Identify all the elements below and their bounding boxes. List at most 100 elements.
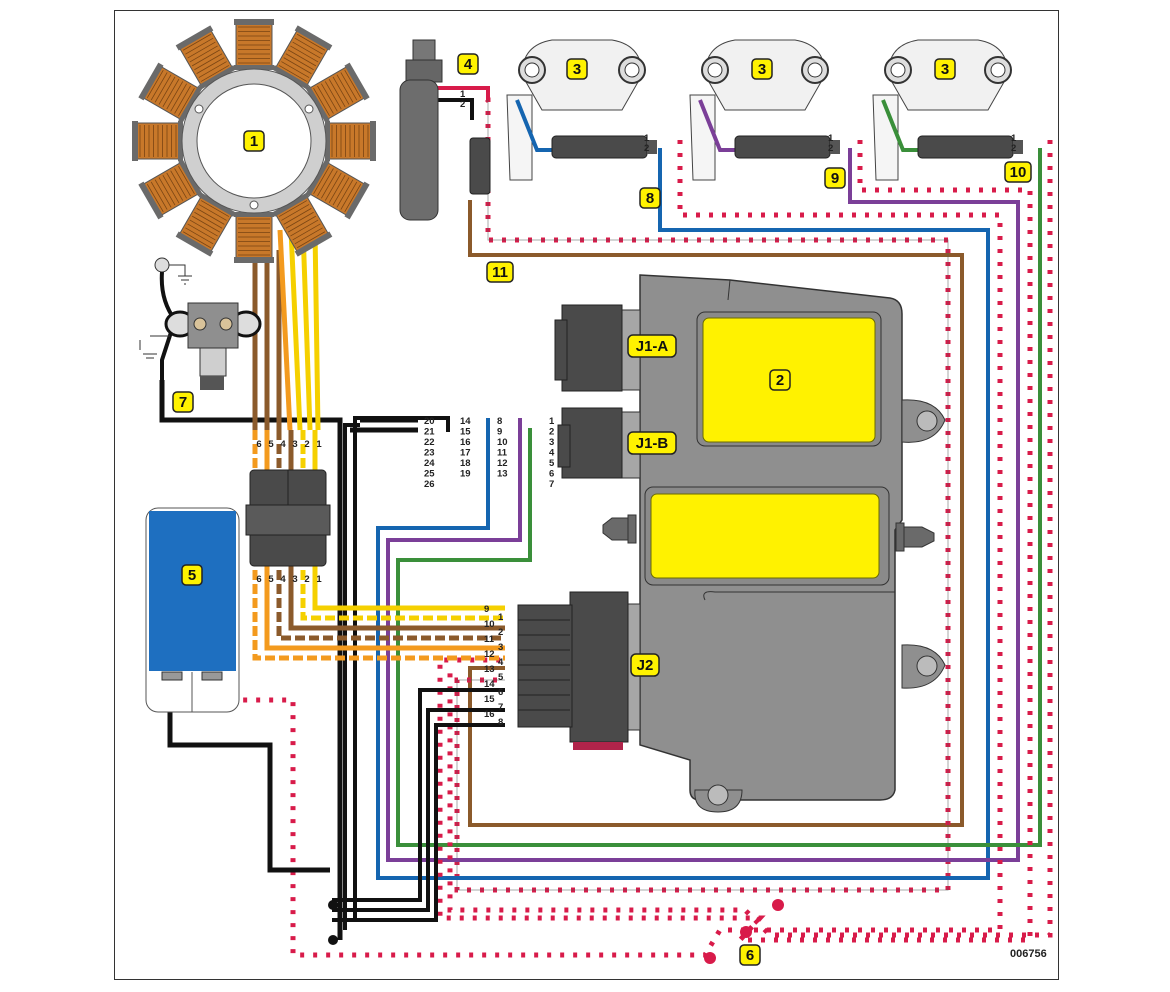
callout-label: 2 xyxy=(776,372,784,389)
pin-label: 3 xyxy=(292,574,297,585)
callout-5: 5 xyxy=(181,564,203,586)
callout-label: 3 xyxy=(758,61,766,78)
pin-label: 1 xyxy=(1011,133,1017,144)
pin-label: 16 xyxy=(460,437,471,448)
stator-coil xyxy=(175,25,236,90)
pin-label: 1 xyxy=(549,416,555,427)
pin-label: 17 xyxy=(460,448,471,459)
callout-label: 1 xyxy=(250,133,258,150)
pin-label: 3 xyxy=(549,437,554,448)
pin-label: 2 xyxy=(498,627,503,638)
rectifier-regulator xyxy=(139,257,262,420)
pin-label: 25 xyxy=(424,469,435,480)
pin-label: 8 xyxy=(497,416,502,427)
svg-text:J2: J2 xyxy=(637,657,654,674)
pin-label: 24 xyxy=(424,458,435,469)
pin-label: 12 xyxy=(484,649,495,660)
pin-label: 1 xyxy=(644,133,650,144)
stator-coil xyxy=(325,121,376,161)
splice-points xyxy=(328,899,784,964)
pin-label: 1 xyxy=(316,439,322,450)
connector-label-j1a: J1-A xyxy=(627,334,677,358)
callout-6: 6 xyxy=(739,944,761,966)
stator-coil xyxy=(175,192,236,257)
wire-black-capacitor xyxy=(167,680,330,873)
emm-module xyxy=(517,274,946,813)
callout-4: 4 xyxy=(457,53,479,75)
fuel-pump xyxy=(399,39,491,221)
connector-label-j2: J2 xyxy=(630,653,660,677)
pin-label: 2 xyxy=(828,143,833,154)
figure-code: 006756 xyxy=(1010,948,1047,960)
pin-label: 6 xyxy=(256,439,261,450)
pin-label: 1 xyxy=(460,89,466,100)
pin-label: 3 xyxy=(498,642,503,653)
pin-label: 12 xyxy=(497,458,508,469)
pin-label: 15 xyxy=(460,427,471,438)
pin-label: 2 xyxy=(644,143,649,154)
stator-coil xyxy=(305,62,370,123)
pin-label: 7 xyxy=(498,702,503,713)
callout-label: 6 xyxy=(746,947,754,964)
callout-3b: 3 xyxy=(751,58,773,80)
pin-label: 5 xyxy=(268,439,274,450)
callout-label: 8 xyxy=(646,190,654,207)
callout-8: 8 xyxy=(639,187,661,209)
pin-label: 6 xyxy=(256,574,261,585)
pin-label: 2 xyxy=(549,427,554,438)
pin-label: 11 xyxy=(484,634,495,645)
callout-label: 5 xyxy=(188,567,196,584)
callout-label: 3 xyxy=(941,61,949,78)
connector-label-j1b: J1-B xyxy=(627,431,677,455)
pin-label: 5 xyxy=(549,458,555,469)
wire-stator-2 xyxy=(300,430,505,621)
pin-label: 11 xyxy=(497,448,508,459)
pin-label: 2 xyxy=(460,99,465,110)
pin-label: 4 xyxy=(498,657,504,668)
callout-label: 11 xyxy=(492,264,508,281)
stator-coil xyxy=(305,159,370,220)
pin-label: 21 xyxy=(424,427,435,438)
callout-label: 7 xyxy=(179,394,187,411)
pin-label: 5 xyxy=(268,574,274,585)
wire-green-injector3 xyxy=(396,148,1042,847)
pin-label: 6 xyxy=(549,469,554,480)
callout-10: 10 xyxy=(1004,161,1032,183)
callout-3c: 3 xyxy=(934,58,956,80)
callout-label: 3 xyxy=(573,61,581,78)
pin-label: 1 xyxy=(828,133,834,144)
callout-label: 9 xyxy=(831,170,839,187)
stator-coil xyxy=(138,62,203,123)
callout-2: 2 xyxy=(769,369,791,391)
callout-1: 1 xyxy=(243,130,265,152)
pin-label: 18 xyxy=(460,458,471,469)
callout-11: 11 xyxy=(486,261,514,283)
pin-label: 23 xyxy=(424,448,435,459)
pin-label: 16 xyxy=(484,709,495,720)
callout-9: 9 xyxy=(824,167,846,189)
pin-label: 13 xyxy=(497,469,508,480)
wire-brown-pump xyxy=(468,200,964,827)
pin-label: 5 xyxy=(498,672,504,683)
wire-blue-injector1 xyxy=(376,148,990,880)
pin-label: 15 xyxy=(484,694,495,705)
pin-label: 26 xyxy=(424,479,435,490)
stator-coil xyxy=(272,192,333,257)
stator-coil xyxy=(272,25,333,90)
pin-label: 20 xyxy=(424,416,435,427)
pin-label: 4 xyxy=(280,574,286,585)
pin-label: 14 xyxy=(484,679,495,690)
stator xyxy=(132,19,376,263)
pin-label: 9 xyxy=(484,604,489,615)
pin-label: 6 xyxy=(498,687,503,698)
svg-text:J1-B: J1-B xyxy=(636,435,669,452)
pin-label: 13 xyxy=(484,664,495,675)
callout-label: 10 xyxy=(1010,164,1027,181)
pin-label: 1 xyxy=(498,612,504,623)
pin-label: 4 xyxy=(549,448,555,459)
pin-label: 4 xyxy=(280,439,286,450)
stator-connector xyxy=(245,469,331,567)
